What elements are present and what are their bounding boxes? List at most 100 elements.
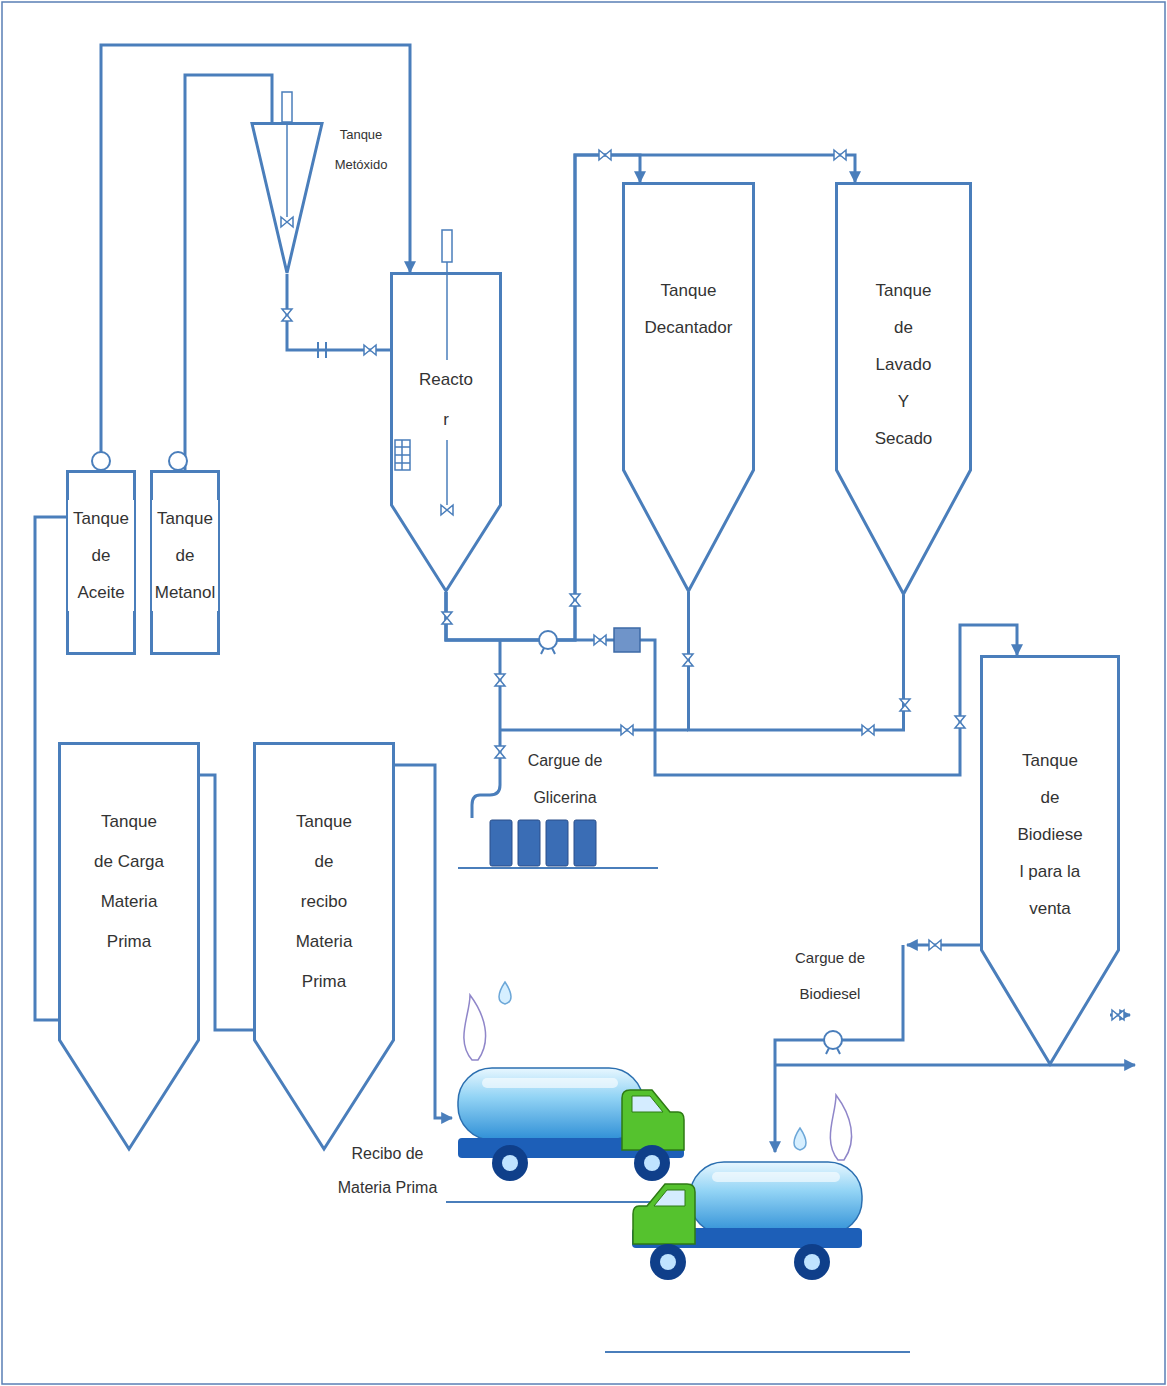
tank-label: Tanque de Carga Materia Prima	[90, 802, 168, 962]
truck-window	[654, 1190, 685, 1206]
pump	[824, 1031, 842, 1049]
drain-pipe	[775, 1064, 1135, 1067]
truck-hub	[804, 1254, 820, 1270]
truck-cab	[622, 1090, 684, 1150]
valve	[955, 716, 965, 728]
area-label: Recibo de Materia Prima	[335, 1137, 440, 1205]
valve	[834, 150, 846, 160]
tank-label: Tanque de Lavado Y Secado	[872, 272, 936, 457]
valve	[621, 725, 633, 735]
pipe-connector	[446, 155, 640, 640]
valve	[862, 725, 874, 735]
drop-icon	[794, 1128, 806, 1150]
tank-outline	[622, 182, 755, 592]
truck-cab	[633, 1184, 695, 1244]
tank-shape	[68, 472, 135, 654]
tank-shape	[392, 274, 501, 592]
flange	[317, 342, 319, 358]
pipe-connector	[101, 45, 410, 470]
pipe-connector	[200, 775, 253, 1030]
pipe-connector	[689, 592, 904, 730]
impeller	[281, 217, 293, 227]
truck-hub	[502, 1155, 518, 1171]
area-label: Cargue de Glicerina	[515, 742, 615, 816]
tank-shape	[624, 184, 754, 592]
label-box: Cargue de Biodiesel	[785, 940, 875, 1012]
collector-pipe	[500, 729, 688, 732]
tank-node: Tanque de recibo Materia Prima	[253, 742, 395, 1150]
tank-label: Reacto r	[417, 360, 475, 440]
tank-node: Tanque de Metanol	[150, 470, 220, 655]
tank-label: Tanque Decantador	[637, 272, 741, 346]
valve	[900, 699, 910, 711]
valve	[683, 654, 693, 666]
tank-node: Tanque Decantador	[622, 182, 755, 592]
tank-shape	[152, 472, 219, 654]
tank-node: Tanque de Biodiese l para la venta	[980, 655, 1120, 1065]
valve	[282, 309, 292, 321]
truck-tank	[458, 1068, 643, 1140]
truck-highlight	[712, 1172, 840, 1182]
valve	[495, 746, 505, 758]
valve	[594, 635, 606, 645]
agitator-motor	[442, 230, 452, 262]
pipe-connector	[287, 274, 390, 350]
label-box: Cargue de Glicerina	[515, 742, 615, 816]
pipe-connector	[446, 155, 855, 640]
tank-node: Tanque de Aceite	[66, 470, 136, 655]
pump-base	[541, 648, 555, 654]
agitator-shaft	[286, 122, 288, 217]
tank-shape	[837, 184, 971, 595]
truck-hub	[644, 1155, 660, 1171]
tank-node: Tanque de Carga Materia Prima	[58, 742, 200, 1150]
truck-hub	[660, 1254, 676, 1270]
tank-shape	[60, 744, 199, 1150]
tank-shape	[255, 744, 394, 1150]
pipe-connector	[185, 75, 272, 470]
truck-window	[632, 1096, 663, 1112]
flame-icon	[830, 1095, 851, 1160]
tank-shape	[982, 657, 1119, 1065]
outlet-pipe	[907, 944, 980, 947]
pump	[539, 631, 557, 649]
drop-icon	[499, 982, 511, 1004]
pipe-connector	[35, 517, 66, 1020]
tank-label: Tanque de Aceite	[68, 500, 134, 611]
tank-label: Tanque de recibo Materia Prima	[293, 802, 355, 1002]
pump-base	[826, 1048, 840, 1054]
filter	[614, 628, 640, 652]
truck-wheel	[650, 1244, 686, 1280]
agitator-motor	[282, 92, 292, 122]
truck-wheel	[794, 1244, 830, 1280]
floor-line	[605, 1351, 910, 1353]
flange	[325, 342, 327, 358]
tank-node: Tanque Metóxido	[250, 122, 400, 274]
truck-wheel	[492, 1145, 528, 1181]
heater-grid	[395, 440, 410, 470]
area-label: Cargue de Biodiesel	[785, 940, 875, 1012]
floor-line	[458, 867, 658, 869]
pump	[92, 452, 110, 470]
valve	[442, 612, 452, 624]
valve	[599, 150, 611, 160]
tank-label: Tanque de Biodiese l para la venta	[1015, 742, 1085, 927]
valve	[364, 345, 376, 355]
heater	[395, 440, 410, 470]
valve	[495, 674, 505, 686]
valve	[929, 940, 941, 950]
truck-tank	[690, 1162, 862, 1234]
impeller	[441, 505, 453, 515]
truck-wheel	[634, 1145, 670, 1181]
tank-label: Tanque Metóxido	[328, 120, 394, 180]
drum	[490, 820, 512, 866]
drum	[546, 820, 568, 866]
truck-highlight	[482, 1078, 618, 1088]
drum	[574, 820, 596, 866]
tank-label: Tanque de Metanol	[152, 500, 218, 611]
tank-shape	[252, 124, 322, 274]
receiving-pipe	[395, 765, 452, 1118]
